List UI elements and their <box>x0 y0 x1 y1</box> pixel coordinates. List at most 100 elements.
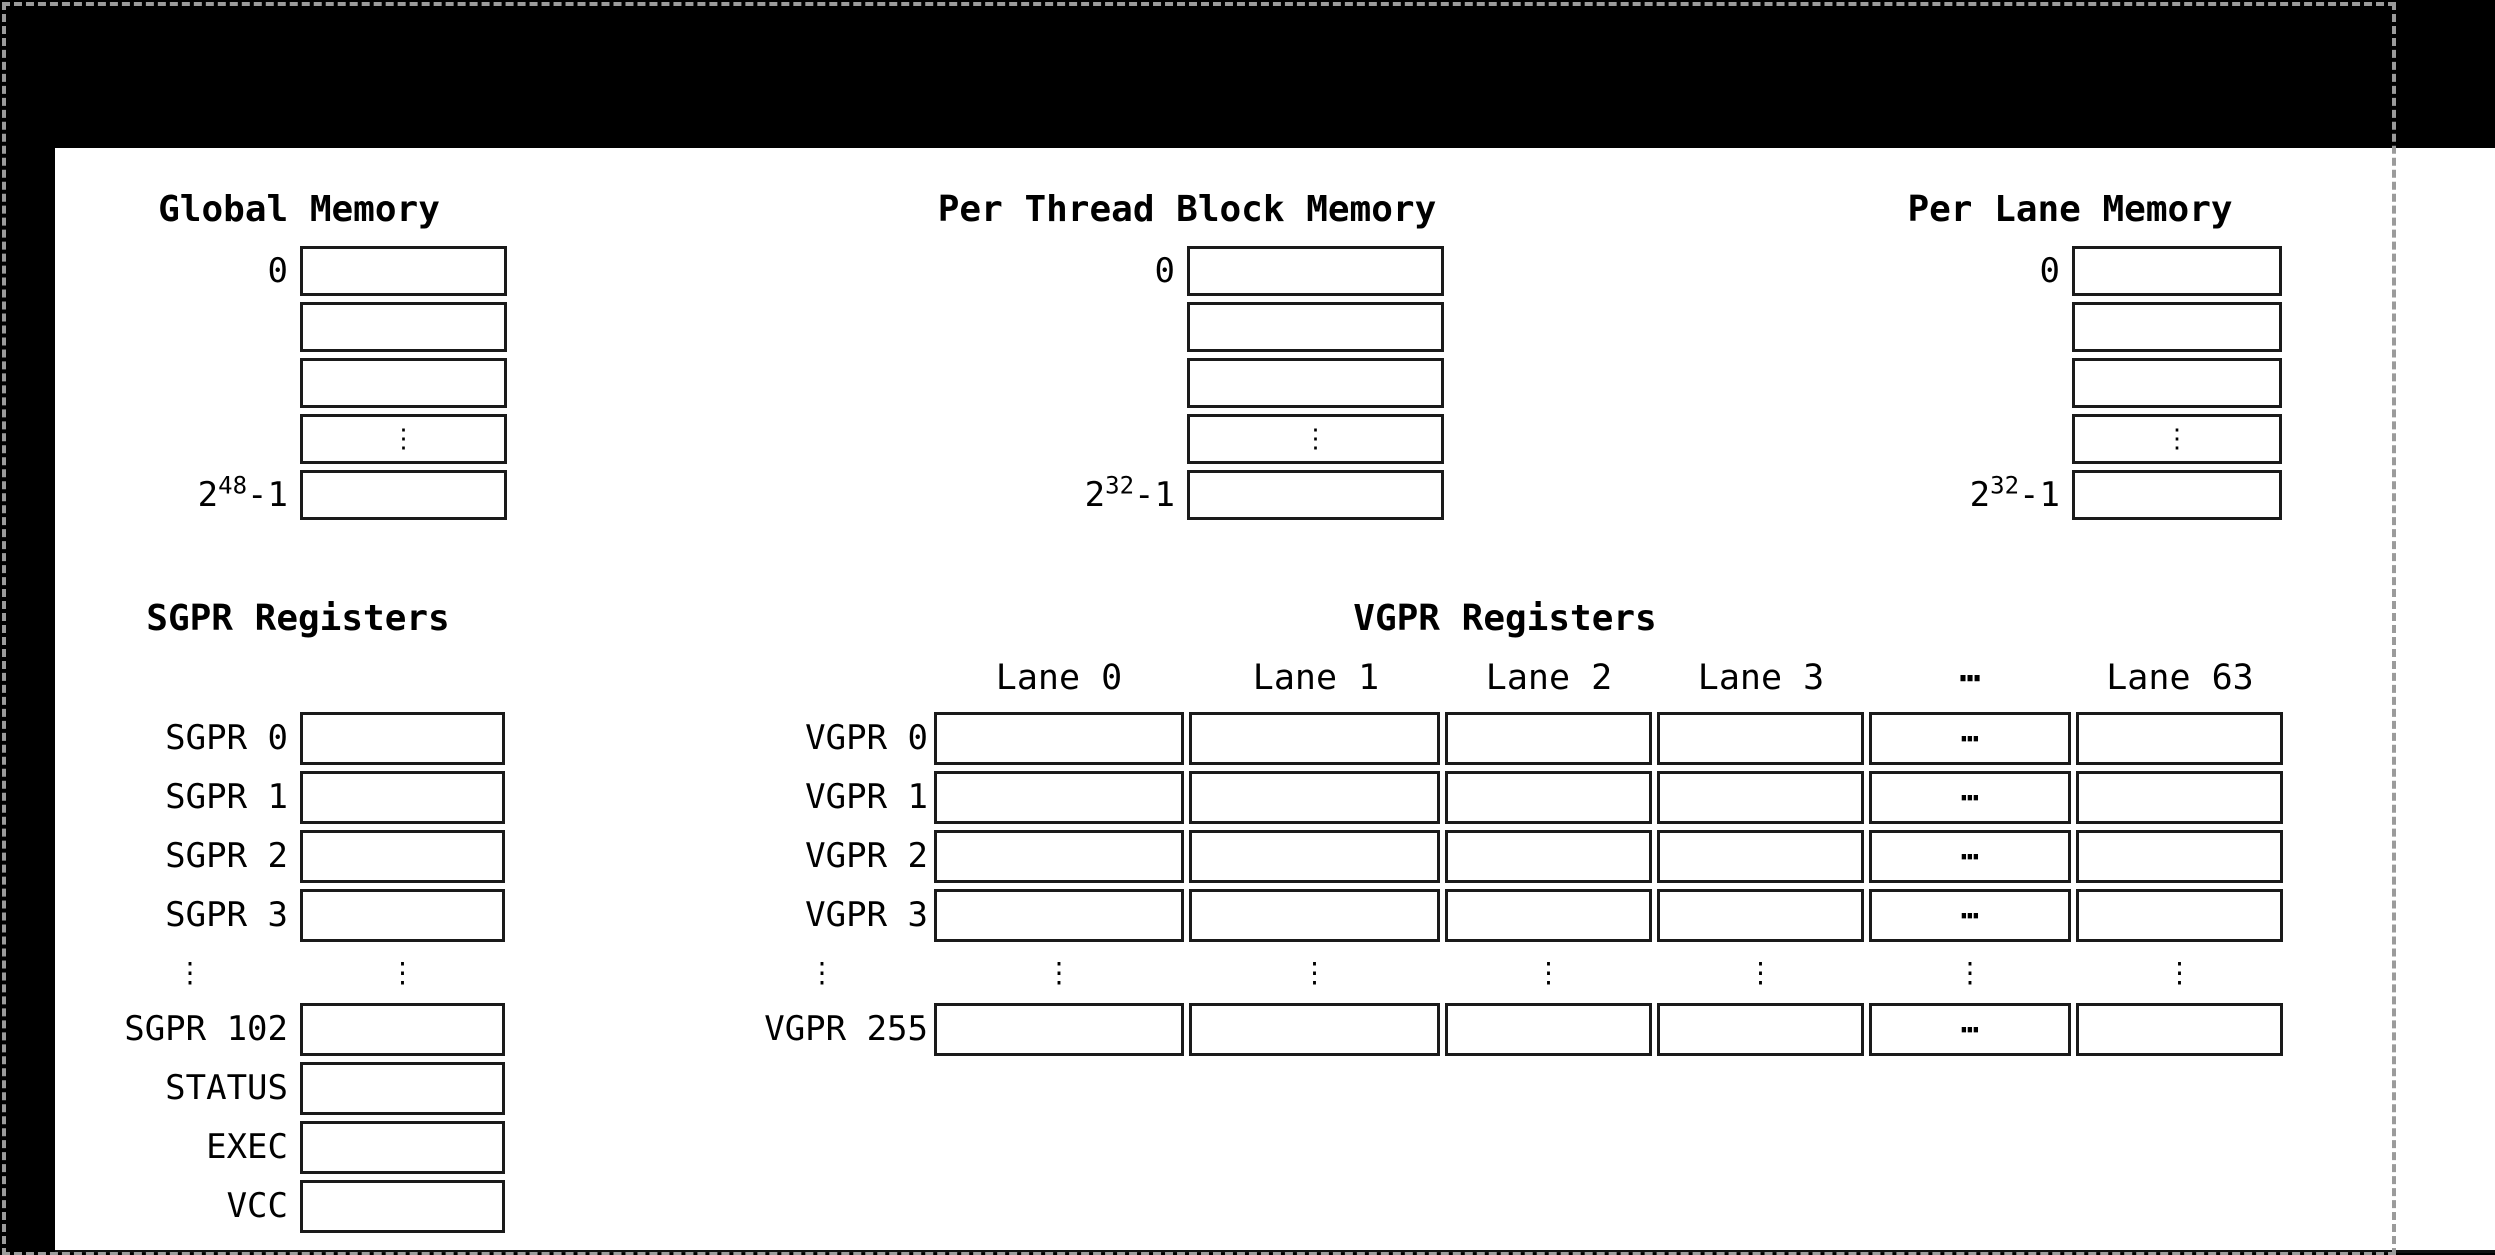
address-exponent: 48 <box>218 471 248 500</box>
sgpr-row-label: SGPR 1 <box>165 777 288 817</box>
vgpr-register-cell-ellipsis: ⋯ <box>1869 771 2071 824</box>
address-exponent: 32 <box>1105 471 1135 500</box>
vgpr-row-label: VGPR 1 <box>805 777 928 817</box>
sgpr-register-stack: ⋮ <box>300 712 505 1239</box>
vgpr-register-cell <box>1189 830 1440 883</box>
vgpr-register-cell-ellipsis: ⋯ <box>1869 1003 2071 1056</box>
memory-cell <box>300 246 507 296</box>
vgpr-row: ⋯ <box>934 889 2283 942</box>
vgpr-row: ⋯ <box>934 771 2283 824</box>
sgpr-register-cell <box>300 712 505 765</box>
vgpr-register-cell <box>1445 771 1652 824</box>
address-suffix: -1 <box>2019 475 2060 515</box>
memory-cell <box>1187 358 1444 408</box>
vgpr-register-cell <box>934 830 1184 883</box>
vgpr-register-cell-ellipsis: ⋯ <box>1869 889 2071 942</box>
sgpr-registers-title: SGPR Registers <box>146 598 450 639</box>
sgpr-row-label: SGPR 3 <box>165 895 288 935</box>
lane-header-ellipsis: ⋯ <box>1959 658 1981 698</box>
memory-cell-ellipsis: ⋮ <box>2072 414 2282 464</box>
sgpr-register-cell <box>300 1121 505 1174</box>
per-thread-block-memory-title: Per Thread Block Memory <box>937 189 1437 230</box>
vgpr-register-cell-ellipsis: ⋯ <box>1869 830 2071 883</box>
vgpr-register-cell <box>2076 889 2283 942</box>
global-memory-top-address: 0 <box>267 251 288 291</box>
vgpr-registers-title: VGPR Registers <box>1353 598 1657 639</box>
per-lane-memory-stack: ⋮ <box>2072 246 2282 526</box>
vgpr-register-cell <box>2076 771 2283 824</box>
sgpr-row-label: EXEC <box>206 1127 288 1167</box>
sgpr-row-label: STATUS <box>165 1068 288 1108</box>
vgpr-register-cell-ellipsis: ⋯ <box>1869 712 2071 765</box>
sgpr-row-label: SGPR 0 <box>165 718 288 758</box>
sgpr-column-ellipsis: ⋮ <box>388 955 417 989</box>
sgpr-register-cell <box>300 1003 505 1056</box>
address-suffix: -1 <box>247 475 288 515</box>
vgpr-register-cell <box>934 889 1184 942</box>
memory-cell <box>1187 302 1444 352</box>
vgpr-register-cell <box>1657 830 1864 883</box>
address-base: 2 <box>1084 475 1106 515</box>
sgpr-register-cell <box>300 1180 505 1233</box>
memory-cell <box>1187 246 1444 296</box>
vgpr-register-cell <box>1657 889 1864 942</box>
vgpr-column-ellipsis: ⋮ <box>1300 956 1329 989</box>
per-thread-block-bottom-address: 232-1 <box>1007 470 1175 520</box>
vgpr-register-cell <box>1445 712 1652 765</box>
per-lane-top-address: 0 <box>2039 251 2060 291</box>
sgpr-register-cell <box>300 771 505 824</box>
vgpr-row: ⋯ <box>934 712 2283 765</box>
memory-cell <box>300 470 507 520</box>
vgpr-register-cell <box>1189 771 1440 824</box>
sgpr-register-cell <box>300 1062 505 1115</box>
vgpr-register-cell <box>934 1003 1184 1056</box>
sgpr-row-label: SGPR 102 <box>124 1009 288 1049</box>
vgpr-register-cell <box>1445 1003 1652 1056</box>
per-lane-bottom-address: 232-1 <box>1892 470 2060 520</box>
sgpr-label-ellipsis: ⋮ <box>176 956 204 989</box>
vgpr-register-cell <box>1657 712 1864 765</box>
vgpr-column-ellipsis: ⋮ <box>1956 956 1984 989</box>
vgpr-register-cell <box>1189 1003 1440 1056</box>
vgpr-register-cell <box>934 712 1184 765</box>
lane-header: Lane 63 <box>2106 658 2254 698</box>
lane-header: Lane 2 <box>1485 658 1613 698</box>
vgpr-ellipsis-row: ⋮ ⋮ ⋮ ⋮ ⋮ ⋮ <box>934 948 2283 997</box>
global-memory-title: Global Memory <box>158 189 440 230</box>
vgpr-register-cell <box>1445 830 1652 883</box>
vgpr-register-cell <box>1657 1003 1864 1056</box>
vgpr-register-cell <box>1657 771 1864 824</box>
vgpr-register-cell <box>1189 712 1440 765</box>
address-exponent: 32 <box>1990 471 2020 500</box>
vgpr-register-cell <box>2076 830 2283 883</box>
sgpr-row-label: SGPR 2 <box>165 836 288 876</box>
lane-header: Lane 0 <box>995 658 1123 698</box>
memory-cell <box>2072 358 2282 408</box>
vgpr-register-grid: ⋯ ⋯ ⋯ ⋯ ⋮ ⋮ <box>934 712 2283 1062</box>
vgpr-row-label: VGPR 2 <box>805 836 928 876</box>
memory-cell-ellipsis: ⋮ <box>1187 414 1444 464</box>
vgpr-row: ⋯ <box>934 830 2283 883</box>
memory-cell <box>2072 246 2282 296</box>
vgpr-row-label: VGPR 0 <box>805 718 928 758</box>
global-memory-stack: ⋮ <box>300 246 507 526</box>
address-suffix: -1 <box>1134 475 1175 515</box>
address-base: 2 <box>1969 475 1991 515</box>
vgpr-register-cell <box>1189 889 1440 942</box>
vgpr-row-label: VGPR 255 <box>764 1009 928 1049</box>
lane-header: Lane 3 <box>1697 658 1825 698</box>
vgpr-register-cell <box>1445 889 1652 942</box>
memory-cell <box>2072 302 2282 352</box>
sgpr-register-cell <box>300 889 505 942</box>
lane-header: Lane 1 <box>1252 658 1380 698</box>
memory-cell <box>300 302 507 352</box>
vgpr-row: ⋯ <box>934 1003 2283 1056</box>
sgpr-register-cell <box>300 830 505 883</box>
vgpr-column-ellipsis: ⋮ <box>2165 956 2194 989</box>
vgpr-register-cell <box>2076 712 2283 765</box>
vgpr-label-ellipsis: ⋮ <box>808 956 836 989</box>
vgpr-register-cell <box>2076 1003 2283 1056</box>
vgpr-register-cell <box>934 771 1184 824</box>
sgpr-row-label: VCC <box>226 1186 288 1226</box>
vgpr-column-ellipsis: ⋮ <box>1045 956 1073 989</box>
